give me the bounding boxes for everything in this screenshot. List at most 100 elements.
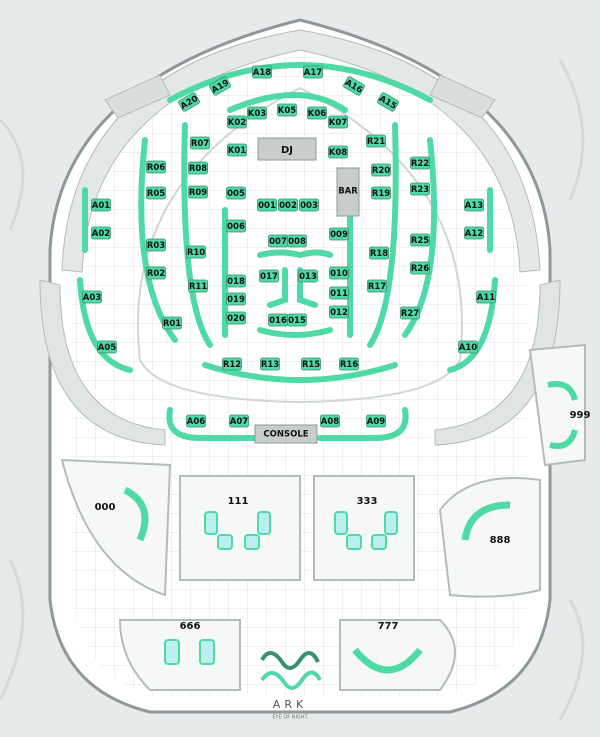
table-r12[interactable]: R12 (222, 357, 242, 371)
table-k07[interactable]: K07 (328, 115, 348, 129)
table-seat[interactable] (188, 279, 208, 293)
table-seat[interactable] (82, 290, 102, 304)
table-a05[interactable]: A05 (97, 340, 117, 354)
table-seat[interactable] (329, 286, 349, 300)
table-seat[interactable] (301, 357, 321, 371)
table-017[interactable]: 017 (259, 269, 279, 283)
table-k06[interactable]: K06 (307, 106, 327, 120)
table-006[interactable]: 006 (226, 219, 246, 233)
table-seat[interactable] (226, 292, 246, 306)
table-seat[interactable] (227, 143, 247, 157)
table-seat[interactable] (464, 226, 484, 240)
table-seat[interactable] (186, 414, 206, 428)
table-seat[interactable] (190, 136, 210, 150)
table-seat[interactable] (366, 414, 386, 428)
table-seat[interactable] (229, 414, 249, 428)
table-012[interactable]: 012 (329, 305, 349, 319)
table-seat[interactable] (146, 160, 166, 174)
table-r19[interactable]: R19 (371, 186, 391, 200)
table-r15[interactable]: R15 (301, 357, 321, 371)
table-seat[interactable] (209, 76, 231, 96)
table-seat[interactable] (247, 106, 267, 120)
table-r27[interactable]: R27 (400, 306, 420, 320)
table-seat[interactable] (410, 261, 430, 275)
table-007[interactable]: 007 (268, 234, 288, 248)
table-r03[interactable]: R03 (146, 238, 166, 252)
table-seat[interactable] (162, 316, 182, 330)
vip-room-label-000[interactable]: 000 (95, 502, 116, 513)
table-seat[interactable] (186, 245, 206, 259)
table-003[interactable]: 003 (299, 198, 319, 212)
table-seat[interactable] (303, 65, 323, 79)
table-seat[interactable] (226, 311, 246, 325)
table-seat[interactable] (91, 198, 111, 212)
table-r13[interactable]: R13 (260, 357, 280, 371)
table-seat[interactable] (260, 357, 280, 371)
table-seat[interactable] (377, 92, 399, 112)
table-seat[interactable] (410, 233, 430, 247)
table-seat[interactable] (410, 156, 430, 170)
table-a01[interactable]: A01 (91, 198, 111, 212)
table-010[interactable]: 010 (329, 266, 349, 280)
table-a06[interactable]: A06 (186, 414, 206, 428)
table-seat[interactable] (458, 340, 478, 354)
table-k08[interactable]: K08 (328, 145, 348, 159)
table-seat[interactable] (400, 306, 420, 320)
table-seat[interactable] (259, 269, 279, 283)
table-a17[interactable]: A17 (303, 65, 323, 79)
table-r02[interactable]: R02 (146, 266, 166, 280)
table-seat[interactable] (146, 266, 166, 280)
table-seat[interactable] (287, 313, 307, 327)
table-seat[interactable] (307, 106, 327, 120)
table-seat[interactable] (339, 357, 359, 371)
table-seat[interactable] (299, 198, 319, 212)
table-r17[interactable]: R17 (367, 279, 387, 293)
table-seat[interactable] (287, 234, 307, 248)
table-seat[interactable] (188, 185, 208, 199)
table-005[interactable]: 005 (226, 186, 246, 200)
table-k03[interactable]: K03 (247, 106, 267, 120)
table-k02[interactable]: K02 (227, 115, 247, 129)
table-seat[interactable] (278, 198, 298, 212)
table-seat[interactable] (298, 269, 318, 283)
table-a18[interactable]: A18 (252, 65, 272, 79)
table-seat[interactable] (328, 115, 348, 129)
table-seat[interactable] (476, 290, 496, 304)
table-a13[interactable]: A13 (464, 198, 484, 212)
table-seat[interactable] (146, 238, 166, 252)
table-seat[interactable] (410, 182, 430, 196)
table-seat[interactable] (188, 161, 208, 175)
table-r06[interactable]: R06 (146, 160, 166, 174)
table-a02[interactable]: A02 (91, 226, 111, 240)
table-seat[interactable] (367, 279, 387, 293)
table-k05[interactable]: K05 (277, 103, 297, 117)
table-r07[interactable]: R07 (190, 136, 210, 150)
table-r16[interactable]: R16 (339, 357, 359, 371)
table-k01[interactable]: K01 (227, 143, 247, 157)
table-seat[interactable] (222, 357, 242, 371)
table-seat[interactable] (226, 219, 246, 233)
table-002[interactable]: 002 (278, 198, 298, 212)
table-seat[interactable] (277, 103, 297, 117)
table-a07[interactable]: A07 (229, 414, 249, 428)
table-r11[interactable]: R11 (188, 279, 208, 293)
table-009[interactable]: 009 (329, 227, 349, 241)
table-r26[interactable]: R26 (410, 261, 430, 275)
table-r20[interactable]: R20 (371, 163, 391, 177)
table-seat[interactable] (371, 186, 391, 200)
table-r21[interactable]: R21 (366, 134, 386, 148)
table-seat[interactable] (328, 145, 348, 159)
table-r25[interactable]: R25 (410, 233, 430, 247)
vip-room-label-666[interactable]: 666 (180, 621, 201, 632)
table-r10[interactable]: R10 (186, 245, 206, 259)
table-r08[interactable]: R08 (188, 161, 208, 175)
table-a10[interactable]: A10 (458, 340, 478, 354)
vip-room-label-111[interactable]: 111 (228, 496, 249, 507)
table-r05[interactable]: R05 (146, 186, 166, 200)
table-seat[interactable] (227, 115, 247, 129)
table-seat[interactable] (91, 226, 111, 240)
table-a03[interactable]: A03 (82, 290, 102, 304)
table-seat[interactable] (329, 227, 349, 241)
table-seat[interactable] (97, 340, 117, 354)
table-015[interactable]: 015 (287, 313, 307, 327)
